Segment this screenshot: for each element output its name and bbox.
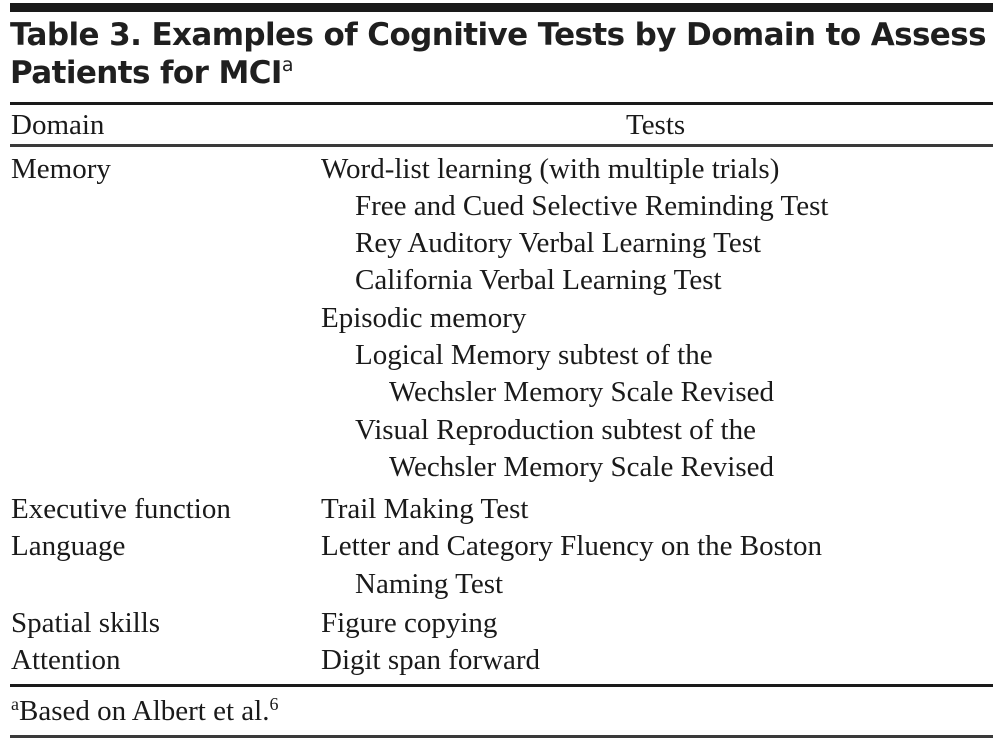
header-rule (10, 144, 993, 147)
test-item: Figure copying (321, 607, 498, 639)
title-rule (10, 102, 993, 105)
test-item: Letter and Category Fluency on the Bosto… (321, 530, 822, 562)
title-footnote-marker: a (281, 54, 294, 76)
test-item: Rey Auditory Verbal Learning Test (355, 227, 762, 259)
test-item: Naming Test (355, 568, 504, 600)
footer-rule (10, 684, 993, 687)
footnote-marker: a (11, 694, 19, 714)
domain-cell: Memory (11, 153, 111, 185)
domain-cell: Attention (11, 644, 121, 676)
test-item: Logical Memory subtest of the (355, 339, 713, 371)
test-item: Wechsler Memory Scale Revised (389, 376, 775, 408)
domain-cell: Spatial skills (11, 607, 161, 639)
test-item: Visual Reproduction subtest of the (355, 414, 756, 446)
test-item: Digit span forward (321, 644, 541, 676)
test-item: Word-list learning (with multiple trials… (321, 153, 780, 185)
domain-cell: Executive function (11, 493, 231, 525)
footnote-text: Based on Albert et al. (19, 695, 270, 727)
test-item: Free and Cued Selective Reminding Test (355, 190, 829, 222)
column-header-domain: Domain (11, 109, 105, 141)
top-rule (10, 3, 993, 12)
table-footnote: aBased on Albert et al.6 (11, 692, 278, 730)
domain-cell: Language (11, 530, 126, 562)
table-title-line-1: Table 3. Examples of Cognitive Tests by … (10, 17, 987, 53)
test-item: California Verbal Learning Test (355, 264, 722, 296)
footnote-reference: 6 (269, 694, 279, 714)
table-title: Table 3. Examples of Cognitive Tests by … (10, 16, 990, 92)
test-item: Trail Making Test (321, 493, 529, 525)
bottom-rule (10, 735, 993, 738)
test-item: Wechsler Memory Scale Revised (389, 451, 775, 483)
column-header-tests: Tests (626, 109, 686, 141)
table-title-line-2: Patients for MCIa (10, 54, 990, 92)
test-item: Episodic memory (321, 302, 527, 334)
table-title-line-2-text: Patients for MCI (10, 55, 282, 91)
